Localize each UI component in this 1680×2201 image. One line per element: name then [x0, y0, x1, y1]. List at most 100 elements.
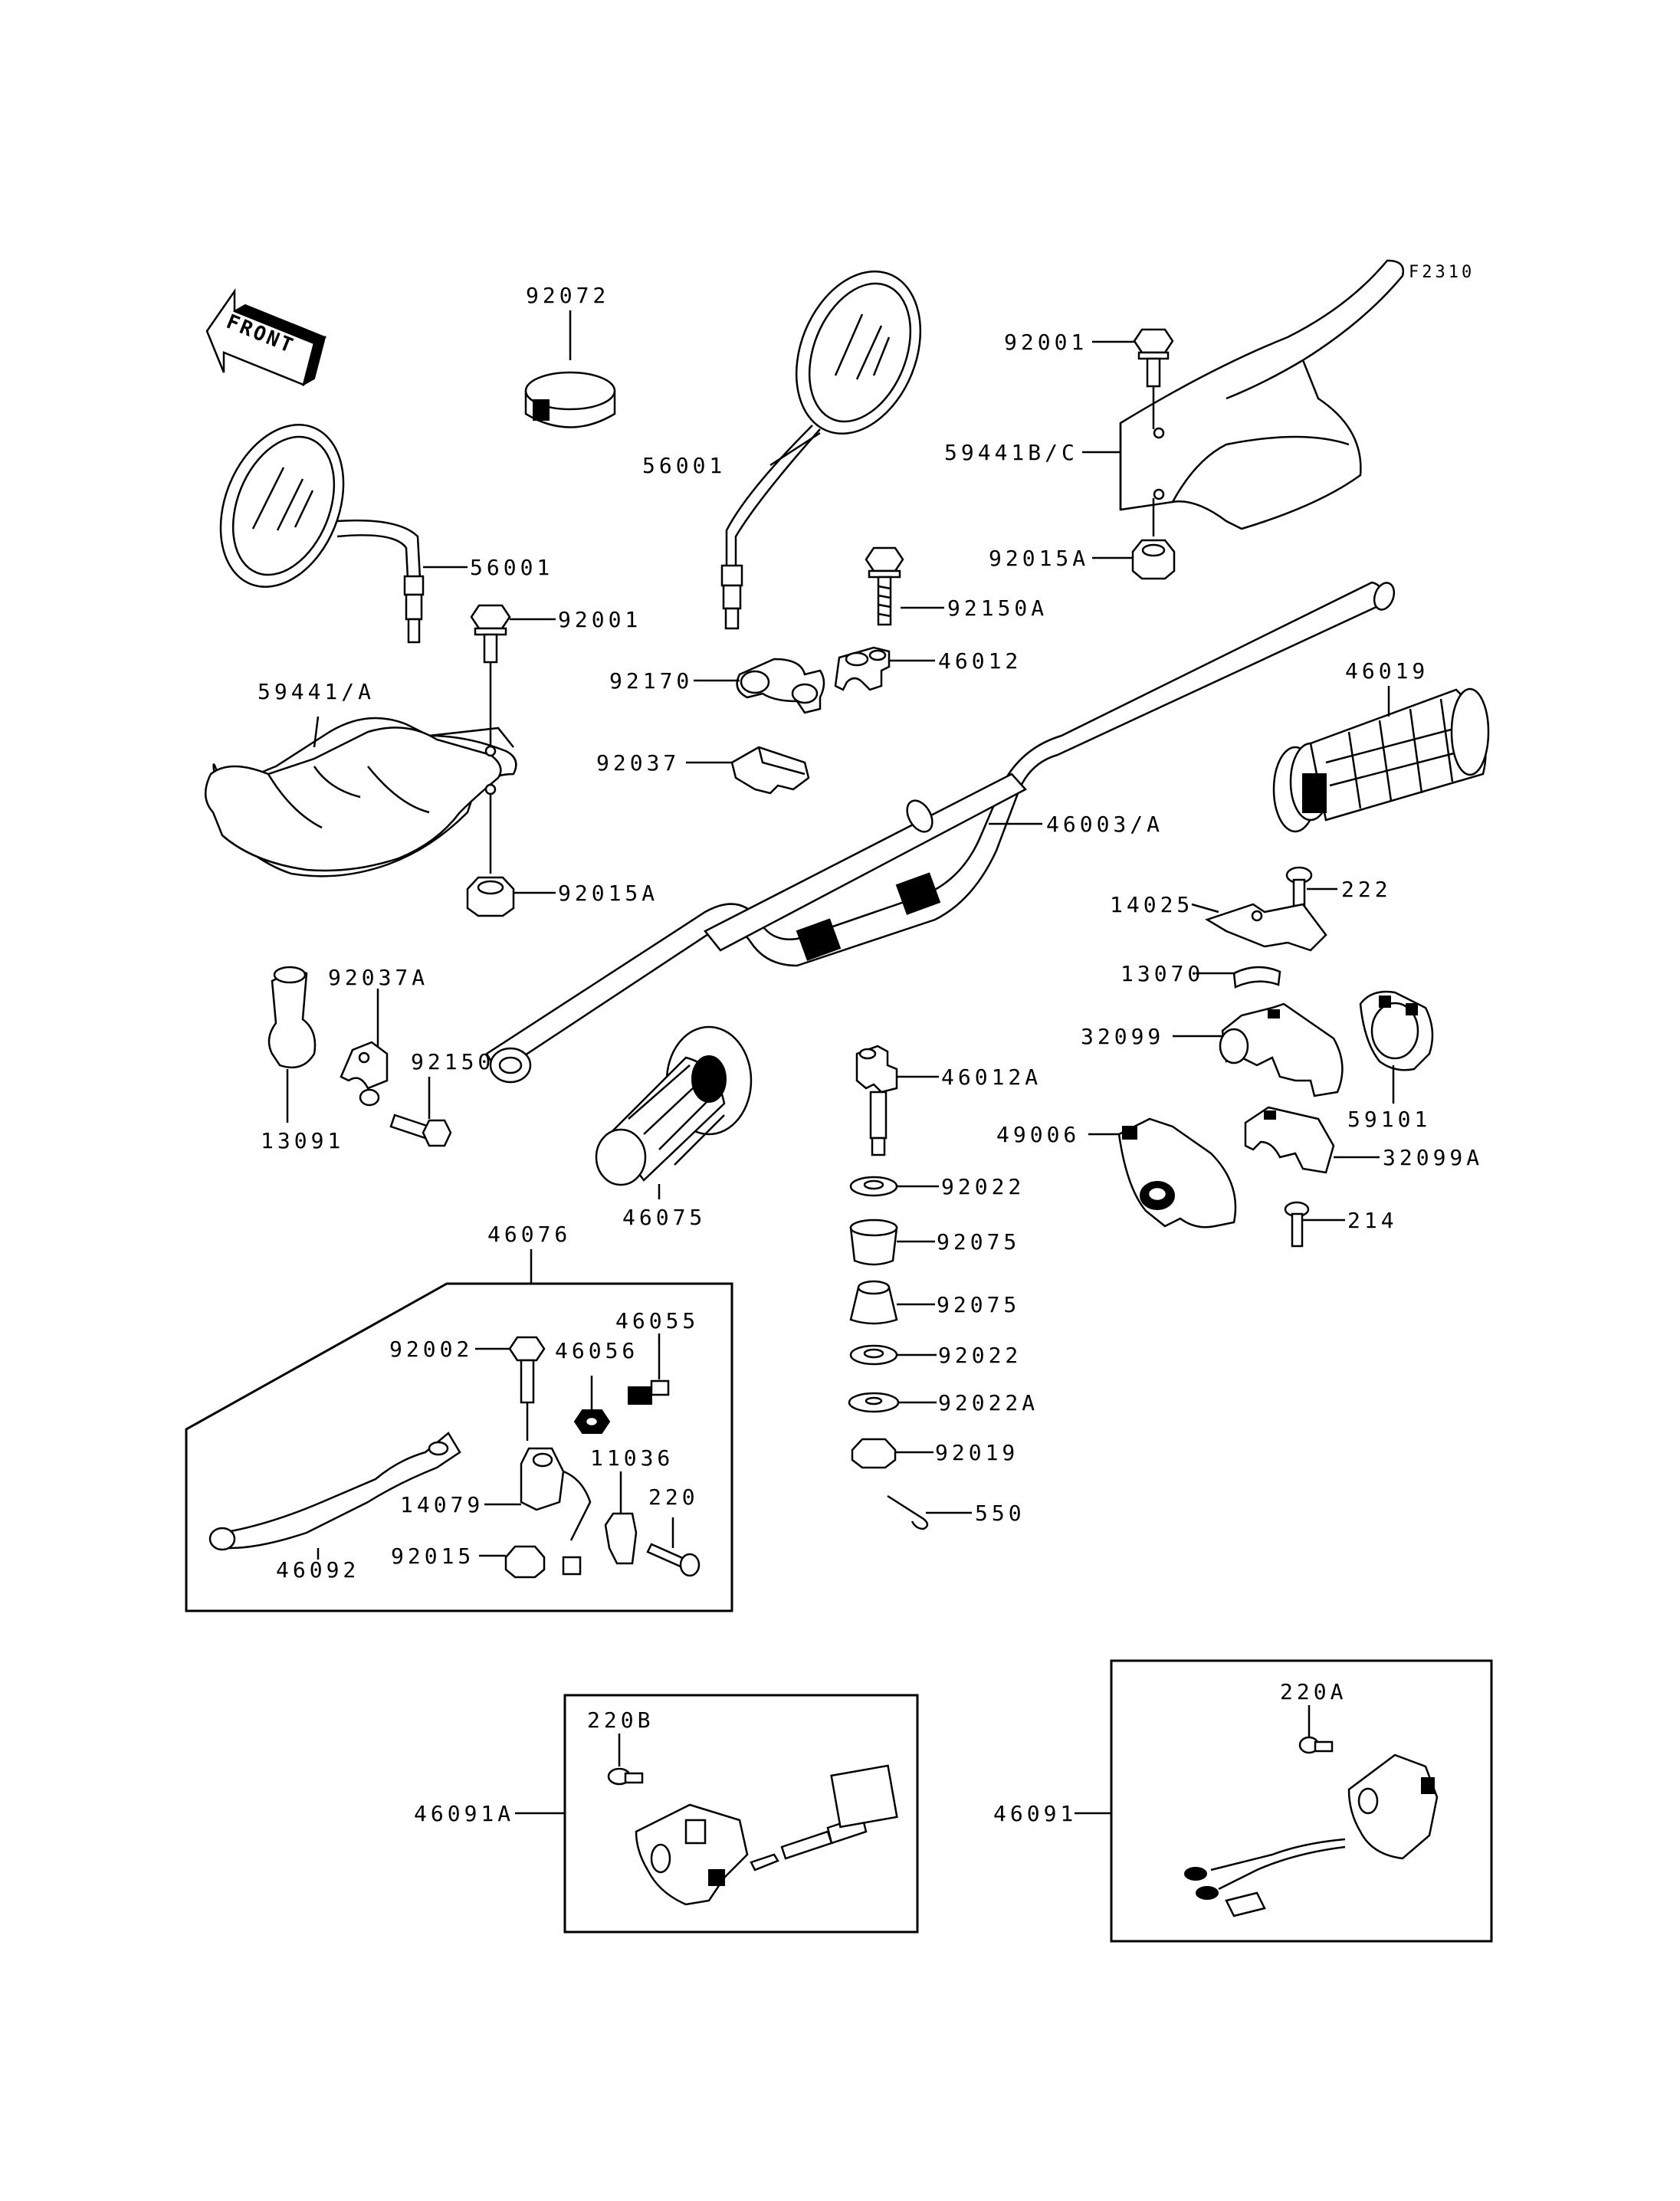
- housing-32099: [1219, 1002, 1344, 1097]
- label-46092: 46092: [276, 1557, 359, 1583]
- plate-14025: [1205, 903, 1327, 952]
- label-56001-center: 56001: [642, 453, 726, 478]
- clamp-ring-92072: [524, 371, 616, 428]
- label-92001-right: 92001: [1004, 330, 1088, 355]
- label-46019: 46019: [1345, 658, 1429, 684]
- screw-222: [1285, 866, 1313, 907]
- bolt-92001-left: [470, 604, 511, 747]
- holder-14079: [520, 1447, 592, 1576]
- label-92019: 92019: [935, 1440, 1019, 1465]
- label-14025: 14025: [1110, 892, 1193, 917]
- label-92170: 92170: [609, 668, 693, 694]
- ring-13070: [1232, 966, 1281, 989]
- label-14079: 14079: [400, 1492, 484, 1517]
- label-46003-A: 46003/A: [1046, 812, 1163, 837]
- bolt-92001-right: [1133, 328, 1174, 429]
- leader-lines: [286, 310, 1395, 1815]
- label-92037: 92037: [596, 750, 680, 776]
- screw-220: [646, 1543, 701, 1577]
- label-550: 550: [975, 1501, 1025, 1526]
- nut-46056: [573, 1409, 611, 1434]
- holder-13091: [267, 966, 317, 1069]
- washer-92022-b: [849, 1344, 898, 1366]
- label-49006: 49006: [996, 1122, 1080, 1147]
- label-32099A: 32099A: [1383, 1145, 1483, 1170]
- clamp-92037A: [340, 1041, 389, 1107]
- bolt-92150A: [865, 546, 904, 626]
- label-92037A: 92037A: [328, 965, 428, 990]
- label-13091: 13091: [261, 1128, 344, 1153]
- label-46012: 46012: [938, 648, 1022, 674]
- nut-92015: [504, 1545, 546, 1579]
- label-59441-A: 59441/A: [258, 679, 375, 704]
- label-92150A: 92150A: [947, 595, 1048, 621]
- label-92002: 92002: [389, 1337, 473, 1362]
- nut-92015A-left: [466, 793, 515, 917]
- part-59101: [1359, 990, 1434, 1071]
- nut-92019: [851, 1438, 897, 1469]
- label-92022-b: 92022: [938, 1343, 1022, 1368]
- label-46075: 46075: [622, 1205, 706, 1230]
- washer-92022A: [848, 1392, 900, 1413]
- label-11036: 11036: [590, 1445, 674, 1471]
- label-214: 214: [1347, 1208, 1398, 1233]
- label-222: 222: [1341, 877, 1392, 902]
- label-59441-BC: 59441B/C: [944, 440, 1078, 465]
- label-220: 220: [648, 1484, 699, 1510]
- clamp-92170: [736, 658, 825, 714]
- label-59101: 59101: [1347, 1107, 1431, 1132]
- label-46055: 46055: [615, 1308, 699, 1333]
- label-13070: 13070: [1121, 961, 1204, 986]
- figure-code: F2310: [1409, 263, 1475, 282]
- label-46056: 46056: [555, 1338, 638, 1363]
- lever-46092: [208, 1432, 461, 1551]
- grip-46019: [1272, 687, 1490, 833]
- cotter-pin-550: [887, 1494, 929, 1530]
- grip-46075: [595, 1025, 753, 1186]
- label-92150: 92150: [411, 1049, 494, 1074]
- left-mirror: [219, 424, 425, 644]
- riser-46012A: [855, 1045, 898, 1156]
- nut-92015A-right: [1131, 498, 1176, 580]
- right-handguard: [1119, 259, 1405, 530]
- rubber-92075-b: [849, 1280, 898, 1325]
- washer-92022-a: [849, 1176, 898, 1197]
- switch-box-46091: [1110, 1659, 1493, 1943]
- label-220B: 220B: [587, 1707, 654, 1733]
- switch-11036: [604, 1487, 638, 1565]
- clamp-92037: [730, 746, 810, 795]
- holder-46012: [834, 646, 891, 691]
- label-220A: 220A: [1280, 1679, 1347, 1704]
- label-46091A: 46091A: [414, 1801, 514, 1826]
- left-handguard: [205, 717, 517, 877]
- adjuster-46055: [628, 1368, 670, 1405]
- label-92015A-right: 92015A: [989, 546, 1089, 571]
- label-92015A-left: 92015A: [558, 881, 658, 906]
- switch-46091: [1184, 1736, 1439, 1917]
- label-32099: 32099: [1081, 1024, 1164, 1049]
- bolt-92002: [508, 1336, 546, 1441]
- handlebar-46003: [485, 581, 1396, 1084]
- label-92022A: 92022A: [938, 1390, 1039, 1415]
- label-92075-b: 92075: [937, 1292, 1020, 1317]
- label-92022-a: 92022: [941, 1174, 1025, 1199]
- screw-214: [1284, 1201, 1310, 1248]
- label-56001-left: 56001: [470, 555, 553, 580]
- bolt-92150: [389, 1114, 452, 1147]
- lever-assembly-box: [185, 1249, 733, 1612]
- part-49006: [1117, 1117, 1237, 1228]
- housing-32099A: [1244, 1106, 1335, 1174]
- label-92001-left: 92001: [558, 607, 641, 632]
- rubber-92075-a: [849, 1219, 898, 1266]
- center-mirror: [720, 270, 922, 630]
- switch-46091A: [607, 1764, 898, 1906]
- label-46091: 46091: [993, 1801, 1077, 1826]
- front-arrow-icon: FRONT: [205, 287, 327, 387]
- label-46076: 46076: [487, 1222, 571, 1247]
- label-92072: 92072: [526, 283, 609, 308]
- label-92015: 92015: [391, 1543, 474, 1569]
- label-92075-a: 92075: [937, 1229, 1020, 1255]
- part-labels: 92072 56001 56001 92001 59441/A 92015A 9…: [258, 283, 1483, 1826]
- label-46012A: 46012A: [941, 1064, 1042, 1090]
